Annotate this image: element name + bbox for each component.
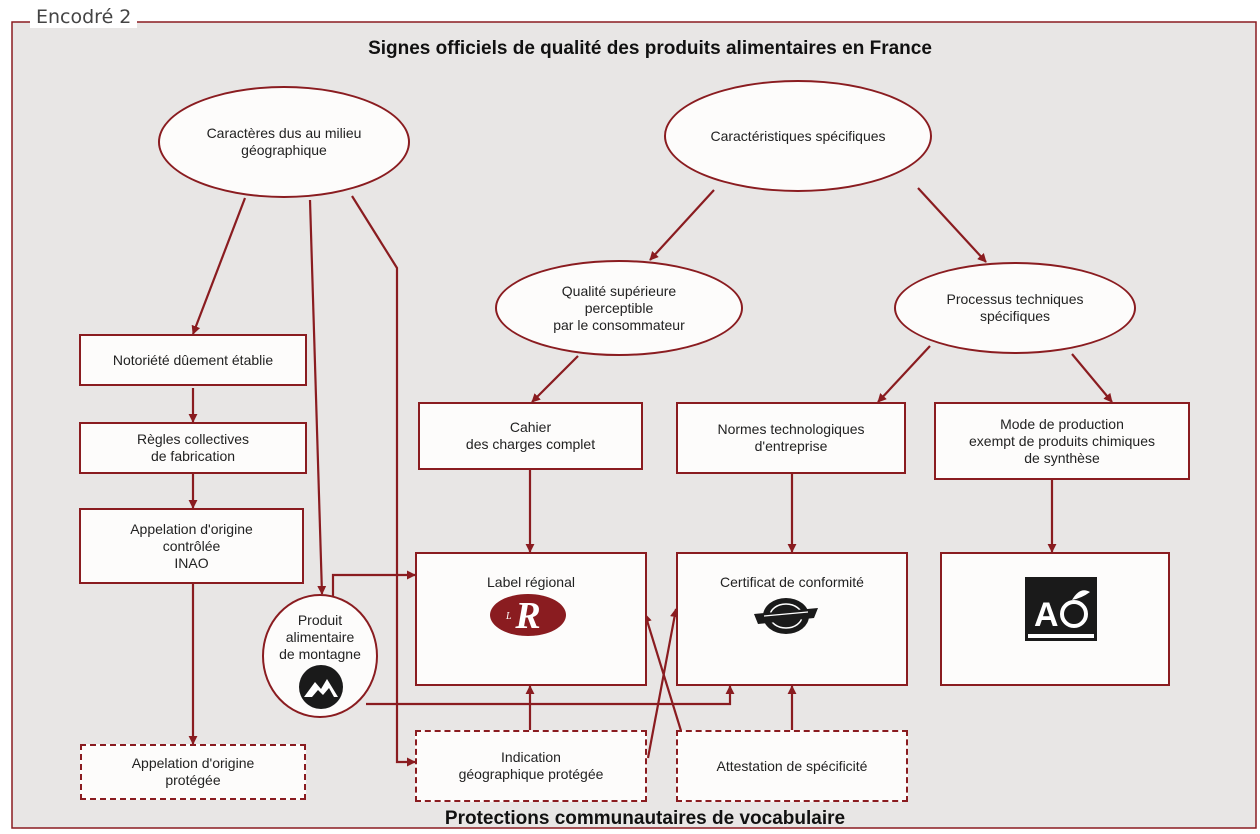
- label-regional-text: Label régional: [487, 574, 575, 590]
- box-label: Encodré 2: [30, 6, 138, 28]
- node-processus: Processus techniques spécifiques: [894, 262, 1136, 354]
- edge-carac-qualite: [649, 189, 715, 261]
- edge-processus-normes: [877, 345, 931, 403]
- node-regles: Règles collectives de fabrication: [79, 422, 307, 474]
- node-caracteres-geo: Caractères dus au milieu géographique: [158, 86, 410, 198]
- certificat-text: Certificat de conformité: [720, 574, 864, 590]
- node-igp: Indication géographique protégée: [415, 730, 647, 802]
- node-normes: Normes technologiques d'entreprise: [676, 402, 906, 474]
- edge-geo-montagne: [308, 199, 327, 595]
- svg-text:R: R: [514, 595, 540, 637]
- node-attestation: Attestation de spécificité: [676, 730, 908, 802]
- edge-geo-notoriete: [191, 197, 247, 335]
- node-label-regional: Label régional: [415, 552, 647, 686]
- edge-geo-igp: [351, 195, 416, 767]
- node-cahier: Cahier des charges complet: [418, 402, 643, 470]
- node-mode-production: Mode de production exempt de produits ch…: [934, 402, 1190, 480]
- svg-text:L: L: [505, 611, 512, 622]
- edge-carac-processus: [917, 187, 987, 263]
- node-notoriete: Notoriété dûement établie: [79, 334, 307, 386]
- montagne-text: Produit alimentaire de montagne: [279, 612, 361, 662]
- node-caracteristiques: Caractéristiques spécifiques: [664, 80, 932, 192]
- edge-igp-certificat-cross: [646, 608, 679, 759]
- diagram-title: Signes officiels de qualité des produits…: [368, 38, 932, 59]
- node-aoc: Appelation d'origine contrôlée INAO: [79, 508, 304, 584]
- node-qualite-superieure: Qualité supérieure perceptible par le co…: [495, 260, 743, 356]
- node-aop: Appelation d'origine protégée: [80, 744, 306, 800]
- mountain-logo: [299, 665, 343, 709]
- ab-organic-logo: A: [1025, 577, 1097, 641]
- certification-seal-logo: [754, 598, 818, 634]
- edge-qualite-cahier: [531, 355, 579, 403]
- footer-caption: Protections communautaires de vocabulair…: [444, 808, 846, 829]
- edge-montagne-certificat: [366, 685, 735, 706]
- edge-processus-mode: [1071, 353, 1113, 403]
- edge-montagne-label: [331, 570, 416, 596]
- connectors: [188, 187, 1113, 767]
- label-rouge-logo: R L: [490, 594, 566, 637]
- svg-text:A: A: [1034, 596, 1059, 634]
